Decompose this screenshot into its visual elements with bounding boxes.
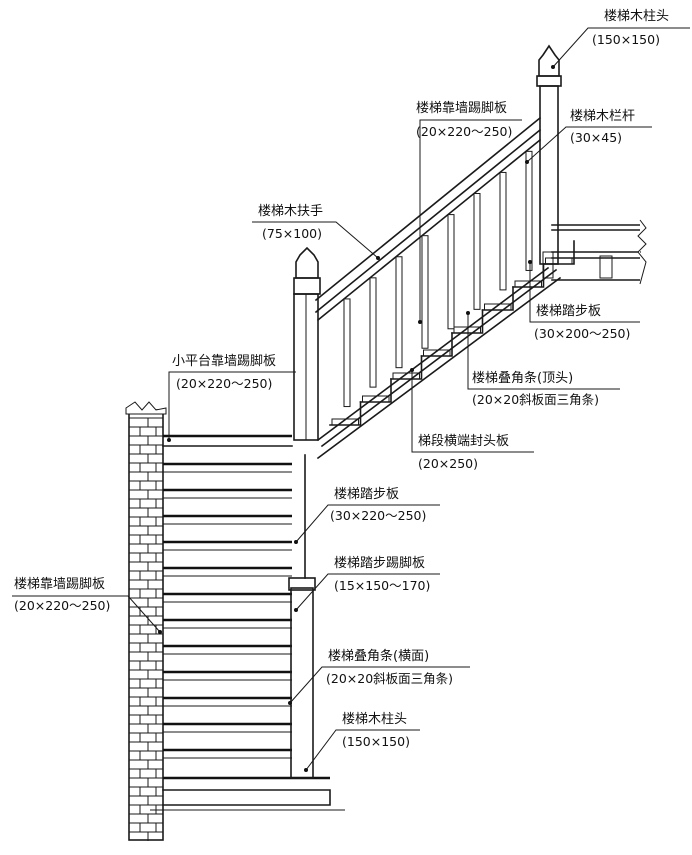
label-top-post-head-spec: (150×150) <box>592 32 660 47</box>
label-stringer-end-spec: (20×250) <box>418 456 478 471</box>
label-tread-lower: 楼梯踏步板 <box>334 487 399 502</box>
lower-newel-post <box>288 454 316 779</box>
lower-flight <box>150 434 345 811</box>
label-riser-spec: (15×150～170) <box>334 578 430 593</box>
label-baluster-spec: (30×45) <box>570 130 622 145</box>
label-riser: 楼梯踏步踢脚板 <box>334 555 425 571</box>
label-top-post-head: 楼梯木柱头 <box>604 9 669 24</box>
upper-tread-board <box>484 303 512 311</box>
label-wall-skirting-up: 楼梯靠墙踢脚板 <box>416 100 507 116</box>
label-bottom-post-head: 楼梯木柱头 <box>342 712 407 727</box>
label-handrail-spec: (75×100) <box>262 226 322 241</box>
label-wall-skirting-low-spec: (20×220～250) <box>14 598 110 613</box>
upper-tread-board <box>331 418 359 426</box>
label-landing-skirting: 小平台靠墙踢脚板 <box>172 353 276 369</box>
baluster <box>447 214 455 330</box>
label-nosing-top: 楼梯叠角条(顶头) <box>472 370 573 386</box>
upper-tread-board <box>362 395 390 403</box>
label-nosing-top-spec: (20×20斜板面三角条) <box>472 392 599 407</box>
baluster <box>395 256 403 369</box>
annotation-labels: 楼梯木柱头 (150×150) 楼梯靠墙踢脚板 (20×220～250) 楼梯木… <box>14 9 669 749</box>
label-tread-lower-spec: (30×220～250) <box>330 508 426 523</box>
baluster <box>473 193 481 310</box>
label-tread-upper: 楼梯踏步板 <box>536 304 601 319</box>
label-wall-skirting-low: 楼梯靠墙踢脚板 <box>14 576 105 592</box>
wall-break-mark <box>125 401 167 415</box>
upper-tread-board <box>514 280 542 288</box>
upper-floor-slab <box>542 219 647 285</box>
upper-flight <box>314 116 575 460</box>
baluster <box>343 298 351 408</box>
upper-tread-board <box>453 326 481 334</box>
landing-newel-post <box>293 246 321 441</box>
baluster <box>525 150 533 271</box>
brick-wall <box>125 401 167 841</box>
baluster <box>421 235 429 349</box>
upper-tread-board <box>392 372 420 380</box>
baluster <box>499 171 507 291</box>
label-handrail: 楼梯木扶手 <box>258 204 323 219</box>
top-newel-post <box>536 44 562 265</box>
label-stringer-end: 梯段横端封头板 <box>418 434 509 449</box>
upper-step <box>329 401 362 426</box>
upper-tread-board <box>423 349 451 357</box>
baluster <box>369 277 377 388</box>
label-wall-skirting-up-spec: (20×220～250) <box>416 124 512 139</box>
slab-break-mark <box>637 219 647 285</box>
label-landing-skirting-spec: (20×220～250) <box>176 376 272 391</box>
label-baluster: 楼梯木栏杆 <box>570 109 635 124</box>
label-tread-upper-spec: (30×200～250) <box>534 326 630 341</box>
label-bottom-post-head-spec: (150×150) <box>342 734 410 749</box>
label-nosing-face-spec: (20×20斜板面三角条) <box>326 671 453 686</box>
leader-lines <box>12 27 690 772</box>
label-nosing-face: 楼梯叠角条(横面) <box>328 648 429 664</box>
